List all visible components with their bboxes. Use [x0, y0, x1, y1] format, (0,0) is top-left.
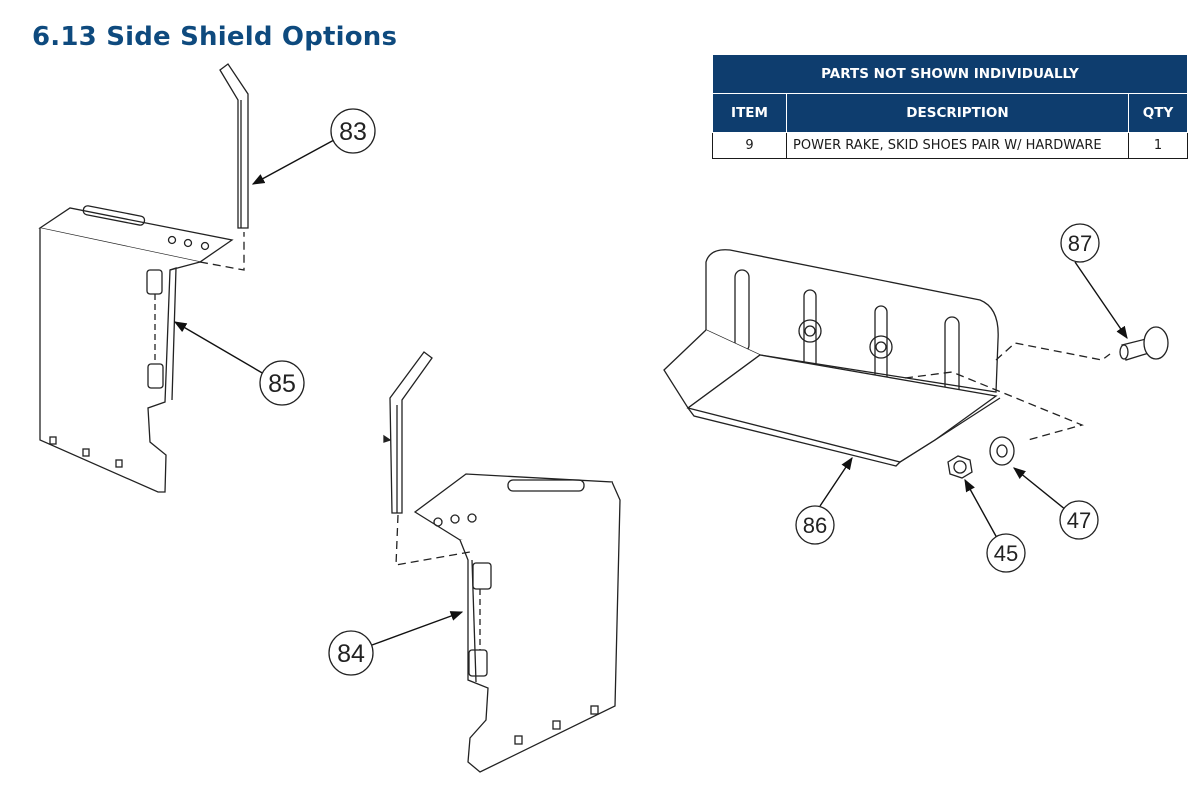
table-row: 9 POWER RAKE, SKID SHOES PAIR W/ HARDWAR…	[712, 132, 1188, 159]
svg-text:83: 83	[339, 118, 367, 146]
column-header-item: ITEM	[712, 93, 787, 133]
nut-45	[947, 455, 973, 479]
pin-83	[219, 63, 249, 229]
side-shield-left	[38, 205, 245, 493]
svg-text:85: 85	[268, 370, 296, 398]
cell-qty: 1	[1128, 132, 1188, 159]
pin-84	[389, 351, 433, 514]
svg-text:86: 86	[803, 513, 827, 538]
svg-text:84: 84	[337, 640, 365, 668]
callout-leaders	[173, 139, 1128, 646]
svg-text:87: 87	[1068, 231, 1092, 256]
skid-shoe	[663, 249, 1111, 467]
callout-85: 85	[259, 360, 305, 406]
parts-table-title: PARTS NOT SHOWN INDIVIDUALLY	[712, 54, 1188, 94]
parts-table: PARTS NOT SHOWN INDIVIDUALLY ITEM DESCRI…	[712, 54, 1188, 159]
callout-83: 83	[330, 108, 376, 154]
callout-84: 84	[328, 630, 374, 676]
column-header-description: DESCRIPTION	[786, 93, 1129, 133]
callout-45: 45	[986, 533, 1026, 573]
cell-description: POWER RAKE, SKID SHOES PAIR W/ HARDWARE	[786, 132, 1129, 159]
callout-47: 47	[1059, 500, 1099, 540]
washer-47	[989, 436, 1015, 466]
column-header-qty: QTY	[1128, 93, 1188, 133]
callout-86: 86	[795, 505, 835, 545]
svg-text:45: 45	[994, 541, 1018, 566]
svg-text:47: 47	[1067, 508, 1091, 533]
side-shield-middle	[383, 434, 621, 773]
callout-87: 87	[1060, 223, 1100, 263]
page-title: 6.13 Side Shield Options	[32, 22, 398, 52]
cell-item: 9	[712, 132, 787, 159]
bolt-87	[1119, 326, 1169, 361]
